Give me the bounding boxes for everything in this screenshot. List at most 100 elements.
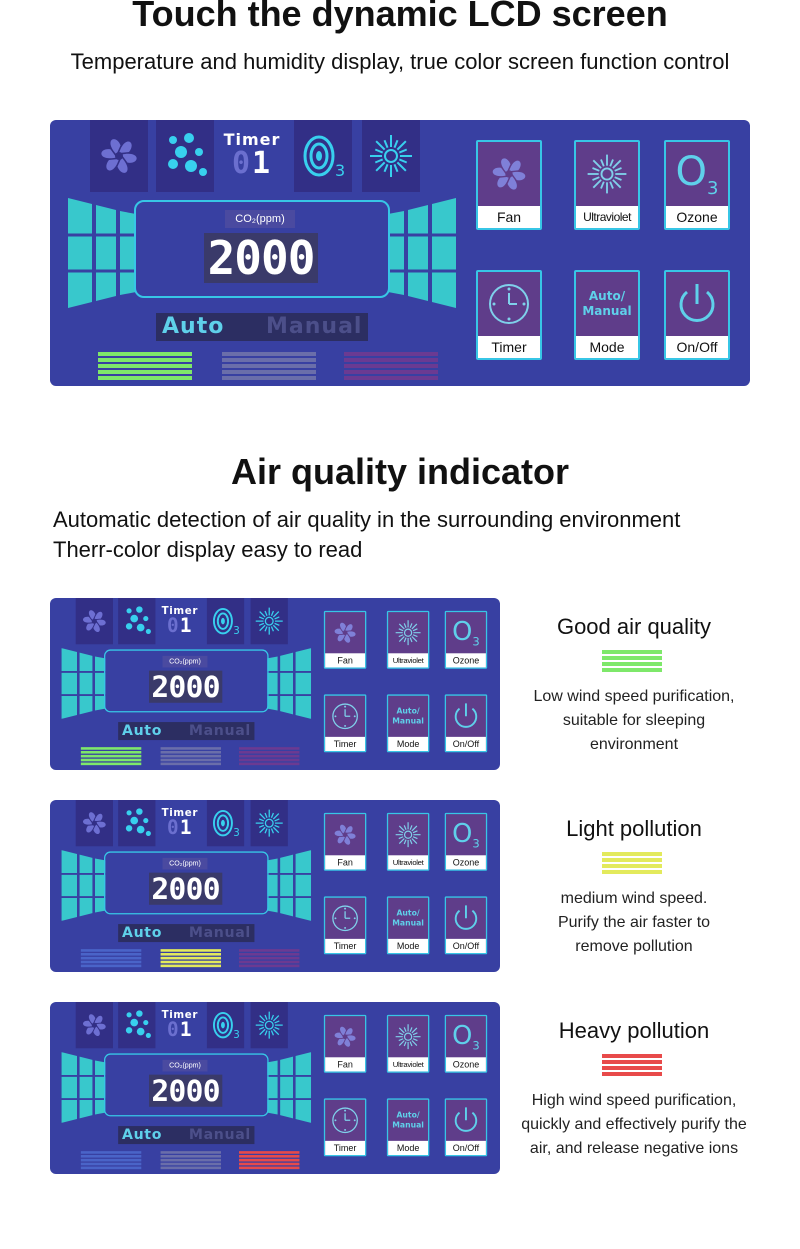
- fan-icon: [334, 824, 356, 845]
- timer-button[interactable]: Timer: [323, 896, 367, 955]
- co2-label: CO₂(ppm): [225, 210, 295, 228]
- left-airflow-icon: [59, 1052, 117, 1123]
- fan-icon: [101, 139, 137, 173]
- auto-manual-icon: Auto/Manual: [392, 908, 424, 928]
- timer-button-label: Timer: [478, 336, 540, 358]
- level-title: Good air quality: [556, 614, 712, 639]
- uv-indicator: [362, 120, 420, 192]
- quality-bars-light: [222, 352, 316, 382]
- power-button[interactable]: On/Off: [664, 270, 730, 360]
- timer-display: Timer 01: [159, 604, 200, 636]
- fan-button-label: Fan: [325, 1057, 366, 1072]
- uv-button[interactable]: Ultraviolet: [386, 1014, 430, 1073]
- ozone-button[interactable]: O3 Ozone: [444, 610, 488, 669]
- lcd-inner: Timer 01 3 CO₂(ppm) 2: [50, 800, 500, 971]
- level-swatch: [602, 650, 662, 672]
- right-airflow-icon: [255, 1052, 314, 1123]
- co2-frame: [104, 1053, 269, 1117]
- timer-digit-1: 0: [166, 816, 180, 840]
- ozone-indicator: 3: [206, 1002, 245, 1049]
- fan-indicator: [75, 598, 114, 645]
- right-airflow-icon: [370, 198, 460, 308]
- timer-display: Timer 01: [220, 130, 284, 179]
- svg-text:3: 3: [233, 1029, 240, 1041]
- power-button-label: On/Off: [446, 938, 486, 954]
- ion-dots-icon: [168, 133, 207, 176]
- quality-bars-heavy: [239, 949, 300, 968]
- co2-label: CO₂(ppm): [162, 655, 208, 668]
- mode-auto-label: Auto: [122, 1126, 163, 1143]
- power-button[interactable]: On/Off: [444, 1098, 488, 1157]
- co2-label: CO₂(ppm): [162, 1059, 208, 1072]
- fan-icon: [492, 158, 526, 190]
- power-button-label: On/Off: [666, 336, 728, 358]
- mode-button[interactable]: Auto/Manual Mode: [386, 694, 430, 753]
- ozone-icon: 3: [212, 607, 240, 637]
- timer-digit-2: 1: [179, 816, 193, 840]
- quality-bars-good: [80, 949, 142, 968]
- mode-button[interactable]: Auto/Manual Mode: [386, 1098, 430, 1157]
- level-title: Light pollution: [566, 816, 702, 841]
- co2-value: 2000: [149, 1074, 223, 1107]
- timer-button[interactable]: Timer: [323, 1098, 367, 1157]
- quality-bars-heavy: [239, 747, 300, 766]
- uv-button[interactable]: Ultraviolet: [386, 812, 430, 871]
- fan-icon: [334, 1026, 356, 1047]
- fan-indicator: [75, 800, 114, 847]
- fan-icon: [334, 622, 356, 643]
- section-line-2: Therr-color display easy to read: [53, 537, 363, 562]
- ozone-button[interactable]: O3 Ozone: [444, 1014, 488, 1073]
- fan-icon: [83, 812, 106, 834]
- power-icon: [679, 284, 715, 322]
- ozone-indicator: 3: [206, 598, 245, 645]
- mode-button[interactable]: Auto/Manual Mode: [574, 270, 640, 360]
- ion-indicator: [118, 598, 156, 645]
- uv-button-label: Ultraviolet: [388, 855, 429, 870]
- timer-button[interactable]: Timer: [323, 694, 367, 753]
- ion-dots-icon: [125, 808, 151, 837]
- quality-bars-light: [160, 747, 222, 766]
- power-icon: [454, 905, 478, 930]
- uv-button[interactable]: Ultraviolet: [386, 610, 430, 669]
- timer-label: Timer: [161, 604, 199, 617]
- power-button[interactable]: On/Off: [444, 694, 488, 753]
- mode-button[interactable]: Auto/Manual Mode: [386, 896, 430, 955]
- ozone-symbol-icon: O3: [452, 818, 480, 851]
- svg-text:3: 3: [335, 161, 345, 180]
- section-title: Air quality indicator: [230, 451, 570, 492]
- level-swatch: [602, 1054, 662, 1076]
- fan-button[interactable]: Fan: [323, 1014, 367, 1073]
- uv-sun-icon: [370, 135, 412, 177]
- uv-button-label: Ultraviolet: [388, 1057, 429, 1072]
- mode-auto-label: Auto: [122, 722, 163, 739]
- power-icon: [454, 703, 478, 728]
- lcd-panel-main: Timer 01 3 CO₂(ppm) 2: [50, 120, 750, 386]
- mode-button-label: Mode: [388, 736, 429, 752]
- ozone-button-label: Ozone: [446, 855, 486, 870]
- uv-sun-icon: [395, 822, 421, 848]
- ion-indicator: [156, 120, 214, 192]
- mode-manual-label: Manual: [188, 1126, 251, 1143]
- quality-bars-good: [80, 747, 142, 766]
- power-button[interactable]: On/Off: [444, 896, 488, 955]
- timer-display: Timer 01: [159, 1008, 200, 1040]
- ozone-button[interactable]: O3 Ozone: [444, 812, 488, 871]
- fan-button[interactable]: Fan: [476, 140, 542, 230]
- quality-bars-good: [98, 352, 192, 382]
- ozone-button[interactable]: O3 Ozone: [664, 140, 730, 230]
- timer-digits: 01: [159, 816, 200, 840]
- fan-button[interactable]: Fan: [323, 610, 367, 669]
- clock-icon: [332, 905, 358, 932]
- timer-button[interactable]: Timer: [476, 270, 542, 360]
- timer-digits: 01: [159, 616, 200, 636]
- timer-digits: 01: [220, 149, 284, 179]
- fan-button[interactable]: Fan: [323, 812, 367, 871]
- uv-button[interactable]: Ultraviolet: [574, 140, 640, 230]
- mode-auto-label: Auto: [122, 924, 163, 941]
- timer-digit-2: 1: [252, 146, 273, 181]
- ozone-symbol-icon: O3: [675, 149, 719, 199]
- uv-button-label: Ultraviolet: [388, 653, 429, 668]
- ozone-button-label: Ozone: [446, 653, 486, 668]
- power-icon: [454, 1107, 478, 1132]
- uv-sun-icon: [255, 809, 283, 837]
